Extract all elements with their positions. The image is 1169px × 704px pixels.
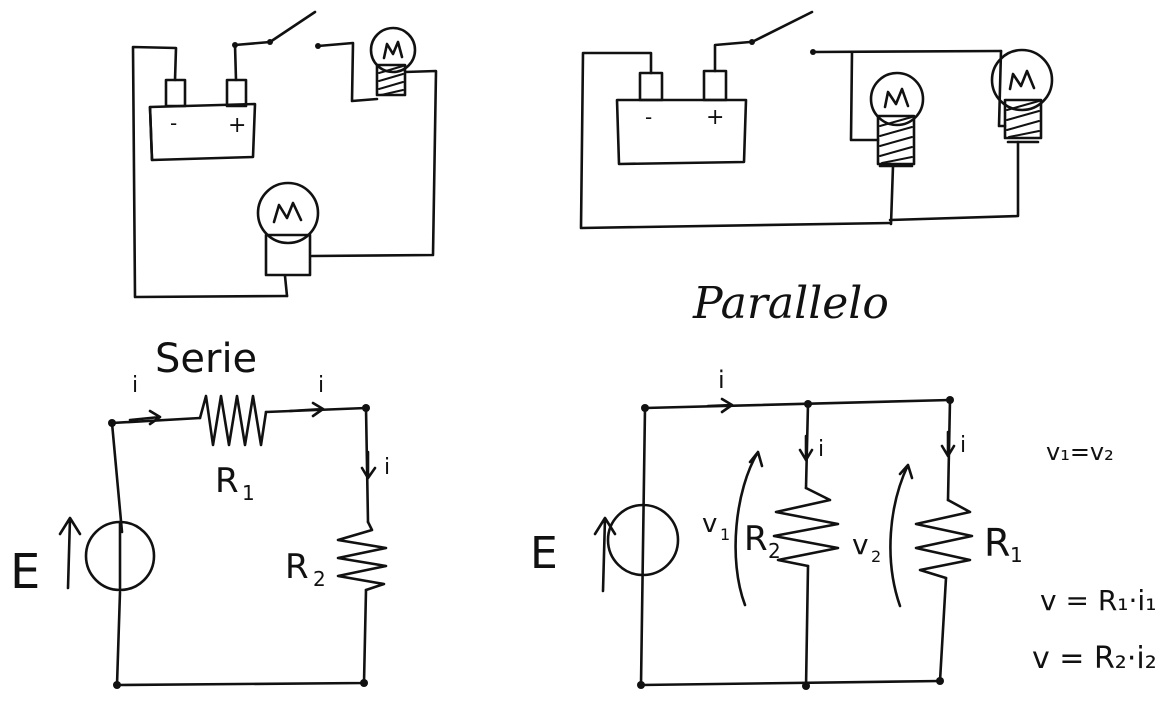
current-arrow [288, 401, 325, 418]
lamp-icon [256, 181, 320, 298]
parallel-v2-label: v [852, 528, 869, 561]
battery-minus-label: - [170, 111, 177, 135]
parallel-v1-label: v [702, 509, 717, 539]
series-physical-circuit: - + [131, 10, 438, 299]
wire [889, 164, 895, 226]
wire [888, 140, 1020, 222]
parallel-current-1-label: i [818, 437, 824, 462]
battery-minus-label: - [645, 105, 652, 129]
current-arrow [360, 450, 377, 480]
series-schematic: Serie i R 1 i i R 2 E [10, 336, 390, 689]
parallel-v2-subscript: 2 [871, 547, 881, 566]
parallel-physical-circuit: - + [579, 10, 1054, 230]
lamp-icon [369, 26, 417, 97]
equation-ohm-r2: v = R₂·i₂ [1032, 641, 1157, 676]
battery-icon: - + [148, 78, 257, 162]
current-arrow [798, 434, 814, 462]
parallel-current-2-label: i [960, 433, 966, 458]
wire [811, 49, 1003, 54]
wire [131, 45, 289, 299]
series-r2-label: R [285, 547, 309, 587]
resistor-r2 [772, 486, 840, 568]
battery-icon: - + [615, 69, 748, 166]
wire [110, 416, 202, 534]
series-r2-subscript: 2 [313, 567, 326, 591]
wire [938, 576, 948, 683]
switch-icon [749, 10, 816, 55]
parallel-title: Parallelo [692, 278, 889, 329]
node-dot [108, 419, 116, 427]
parallel-v1-subscript: 1 [720, 525, 730, 544]
wire [713, 40, 752, 73]
wire [643, 398, 952, 410]
wire [115, 588, 368, 687]
resistor-r1 [914, 498, 974, 580]
series-title: Serie [155, 336, 257, 382]
wire [639, 679, 942, 687]
wire [310, 69, 438, 258]
junction-dot [232, 42, 238, 48]
battery-plus-label: + [706, 105, 724, 130]
wire [233, 40, 272, 82]
wire [579, 51, 892, 230]
wire [804, 564, 810, 690]
switch-icon [267, 10, 321, 49]
node-dot [113, 681, 121, 689]
resistor-r2 [336, 520, 388, 592]
lamp-icon [990, 48, 1054, 144]
series-current-label-1: i [132, 373, 138, 398]
node-dot [936, 677, 944, 685]
series-current-label-2: i [318, 373, 324, 398]
series-current-label-3: i [384, 455, 390, 480]
battery-plus-label: + [228, 113, 246, 138]
voltage-source-icon [606, 406, 680, 687]
voltage-arrow [593, 516, 617, 593]
equation-ohm-r1: v = R₁·i₁ [1040, 584, 1156, 617]
parallel-r2-subscript: 2 [768, 539, 781, 563]
voltage-source-icon [84, 520, 156, 592]
wire [849, 50, 880, 142]
parallel-current-main-label: i [718, 366, 725, 394]
parallel-r1-subscript: 1 [1010, 543, 1023, 567]
parallel-r2-label: R [744, 519, 768, 559]
node-dot [360, 679, 368, 687]
wire [316, 41, 379, 103]
node-dot [802, 682, 810, 690]
current-arrow [128, 409, 162, 426]
series-source-label: E [10, 544, 40, 600]
node-dot [637, 681, 645, 689]
current-arrow [706, 397, 734, 414]
voltage-arrow [734, 450, 764, 607]
lamp-icon [869, 71, 925, 168]
current-arrow [940, 430, 956, 458]
parallel-source-label: E [530, 528, 558, 579]
wire [997, 49, 1007, 128]
voltage-arrow [889, 463, 914, 608]
parallel-r1-label: R [984, 521, 1010, 565]
series-r1-label: R [215, 461, 239, 501]
parallel-schematic: E i i R 2 i R 1 v 1 v 2 v₁=v₂ v = R₁·i₁ … [530, 366, 1157, 690]
series-r1-subscript: 1 [242, 481, 255, 505]
equation-voltage-equal: v₁=v₂ [1046, 438, 1114, 466]
resistor-r1 [198, 394, 268, 447]
voltage-arrow [58, 516, 82, 590]
